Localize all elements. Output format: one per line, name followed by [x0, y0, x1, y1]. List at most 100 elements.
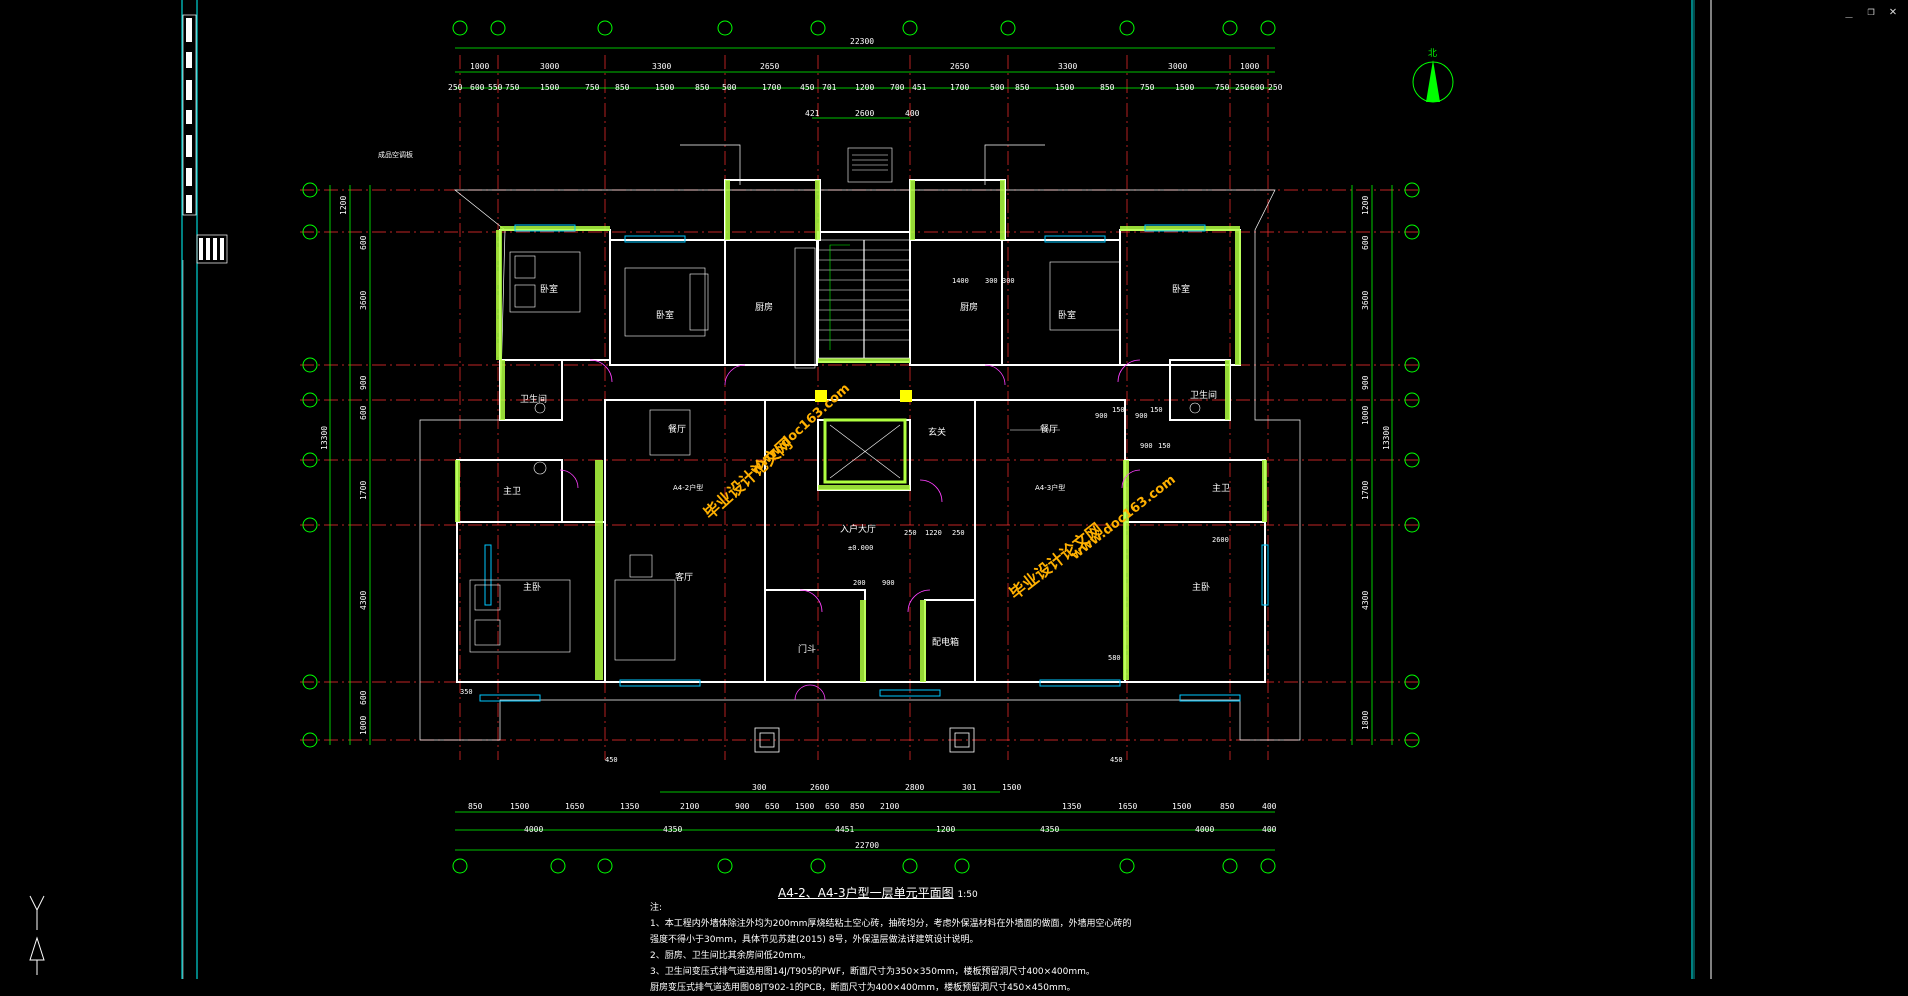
room-label: 卧室 [1058, 309, 1076, 321]
lobby-elevation: ±0.000 [848, 544, 873, 552]
svg-text:1500: 1500 [1172, 802, 1191, 811]
svg-text:1500: 1500 [1055, 83, 1074, 92]
room-label: 卧室 [1172, 283, 1190, 295]
svg-text:900: 900 [882, 579, 895, 587]
room-label: 玄关 [928, 426, 946, 438]
room-label: 餐厅 [1040, 423, 1058, 435]
general-notes: 注: 1、本工程内外墙体除注外均为200mm厚烧结粘土空心砖，抽砖均分，考虑外保… [650, 900, 1170, 996]
svg-text:850: 850 [695, 83, 710, 92]
svg-text:400: 400 [1262, 825, 1277, 834]
svg-text:900: 900 [1361, 375, 1370, 390]
svg-text:4451: 4451 [835, 825, 854, 834]
room-label: 厨房 [960, 301, 978, 313]
room-label: 主卧 [523, 581, 541, 593]
svg-text:400: 400 [905, 109, 920, 118]
svg-text:150: 150 [1150, 406, 1163, 414]
svg-text:1650: 1650 [1118, 802, 1137, 811]
svg-text:450: 450 [1110, 756, 1123, 764]
svg-text:1200: 1200 [339, 196, 348, 215]
note-line: 1、本工程内外墙体除注外均为200mm厚烧结粘土空心砖，抽砖均分，考虑外保温材料… [650, 919, 1132, 929]
svg-text:580: 580 [1108, 654, 1121, 662]
restore-icon[interactable]: ❐ [1867, 4, 1875, 18]
svg-text:1000: 1000 [1240, 62, 1259, 71]
svg-text:750: 750 [1215, 83, 1230, 92]
svg-text:4350: 4350 [1040, 825, 1059, 834]
watermark-text: 毕业设计论文网 [1006, 519, 1106, 603]
svg-text:4350: 4350 [663, 825, 682, 834]
svg-text:3600: 3600 [1361, 291, 1370, 310]
svg-text:1700: 1700 [1361, 481, 1370, 500]
left-title-strip [182, 14, 228, 979]
svg-text:4000: 4000 [524, 825, 543, 834]
drawing-title-text: A4-2、A4-3户型一层单元平面图 [778, 886, 954, 900]
svg-text:2650: 2650 [950, 62, 969, 71]
note-line: 3、卫生间变压式排气道选用图14J/T905的PWF，断面尺寸为350×350m… [650, 967, 1095, 977]
drawing-scale: 1:50 [957, 890, 978, 900]
room-label: 厨房 [755, 301, 773, 313]
elevator-shaft [815, 390, 912, 484]
room-label: 主卫 [1212, 482, 1230, 494]
room-label: 配电箱 [932, 636, 959, 648]
svg-text:450: 450 [800, 83, 815, 92]
svg-text:1220: 1220 [925, 529, 942, 537]
svg-text:600: 600 [359, 690, 368, 705]
svg-text:2100: 2100 [880, 802, 899, 811]
dimension-lines [329, 47, 1393, 851]
svg-text:400: 400 [1262, 802, 1277, 811]
svg-text:550: 550 [488, 83, 503, 92]
watermark-url: www.doc163.com [748, 381, 853, 478]
room-label: 主卫 [503, 485, 521, 497]
svg-text:500: 500 [722, 83, 737, 92]
svg-text:700: 700 [890, 83, 905, 92]
svg-text:600: 600 [359, 405, 368, 420]
top-dimensions: 22300 1000 3000 3300 2650 2650 3300 3000… [448, 37, 1283, 118]
svg-text:850: 850 [615, 83, 630, 92]
close-icon[interactable]: ✕ [1889, 4, 1897, 18]
overall-dim-bottom: 22700 [855, 841, 879, 850]
overall-dim-right: 13300 [1382, 426, 1391, 450]
ac-unit-note: 成品空调板 [378, 150, 413, 159]
room-label: 入户大厅 [840, 523, 876, 535]
svg-text:600: 600 [1250, 83, 1265, 92]
room-label: 主卧 [1192, 581, 1210, 593]
annotations: 成品空调板 ±0.000 1400 300 300 900 150 900 15… [378, 150, 1229, 764]
svg-text:850: 850 [468, 802, 483, 811]
svg-text:750: 750 [585, 83, 600, 92]
svg-text:250: 250 [1235, 83, 1250, 92]
doors [559, 359, 1141, 701]
room-label: 卫生间 [520, 393, 547, 405]
svg-text:900: 900 [1140, 442, 1153, 450]
svg-text:1500: 1500 [1175, 83, 1194, 92]
svg-text:2600: 2600 [1212, 536, 1229, 544]
svg-text:1200: 1200 [855, 83, 874, 92]
svg-text:421: 421 [805, 109, 820, 118]
svg-text:1500: 1500 [795, 802, 814, 811]
drawing-frame [181, 0, 1712, 979]
svg-text:2600: 2600 [810, 783, 829, 792]
room-label: 卧室 [540, 283, 558, 295]
side-dimensions: 13300 13300 1200 600 3600 900 600 1700 4… [320, 196, 1391, 735]
svg-text:1000: 1000 [359, 716, 368, 735]
windows [479, 224, 1269, 702]
svg-text:3000: 3000 [1168, 62, 1187, 71]
svg-text:1700: 1700 [950, 83, 969, 92]
note-line: 强度不得小于30mm，具体节见苏建(2015) 8号，外保温层做法详建筑设计说明… [650, 935, 979, 945]
svg-text:900: 900 [359, 375, 368, 390]
overall-dim-top: 22300 [850, 37, 874, 46]
minimize-icon[interactable]: _ [1845, 4, 1853, 18]
svg-text:150: 150 [1158, 442, 1171, 450]
svg-text:900: 900 [735, 802, 750, 811]
svg-text:451: 451 [912, 83, 927, 92]
entrance-columns [754, 727, 975, 753]
svg-text:2600: 2600 [855, 109, 874, 118]
north-arrow-icon: 北 [1412, 48, 1454, 103]
svg-text:300: 300 [985, 277, 998, 285]
svg-text:1000: 1000 [1361, 406, 1370, 425]
note-line: 厨房变压式排气道选用图08JT902-1的PCB，断面尺寸为400×400mm，… [650, 983, 1076, 993]
svg-text:1350: 1350 [1062, 802, 1081, 811]
svg-text:500: 500 [990, 83, 1005, 92]
unit-label: A4-3户型 [1035, 483, 1065, 492]
svg-text:850: 850 [1100, 83, 1115, 92]
svg-text:4000: 4000 [1195, 825, 1214, 834]
